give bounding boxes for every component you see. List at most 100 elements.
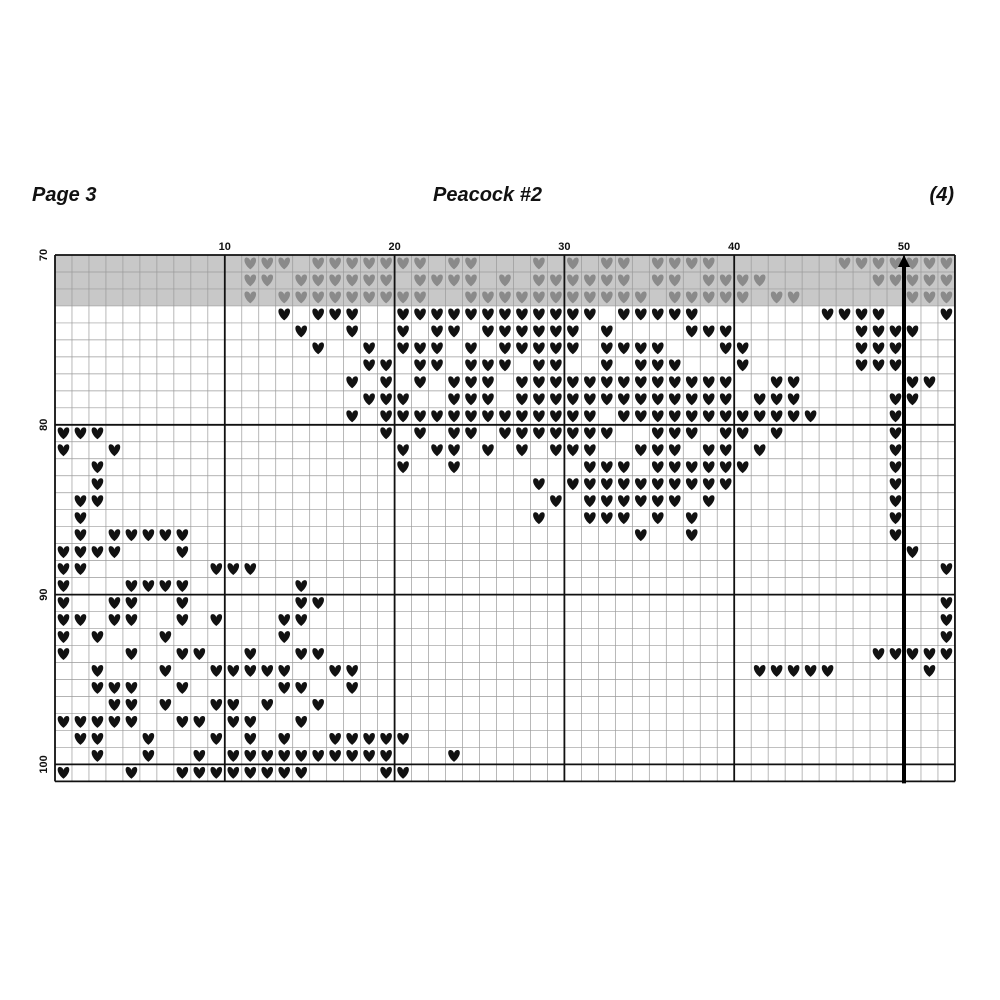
heart-stitch [685,427,698,440]
heart-stitch [176,614,189,626]
column-number-label: 10 [219,241,231,253]
heart-stitch [499,342,511,355]
heart-stitch [278,665,291,677]
heart-stitch [363,732,375,745]
heart-stitch [159,699,172,711]
heart-stitch [940,631,953,643]
row-number-label: 100 [38,755,50,773]
heart-stitch [380,376,392,389]
heart-stitch [618,478,630,491]
heart-stitch [516,291,528,304]
heart-stitch [787,291,800,304]
heart-stitch [804,410,817,423]
heart-stitch [940,274,953,287]
heart-stitch [872,274,885,287]
heart-stitch [770,665,783,677]
heart-stitch [736,410,749,423]
heart-stitch [702,444,715,457]
heart-stitch [906,546,919,559]
heart-stitch [261,257,274,270]
heart-stitch [601,427,613,440]
heart-stitch [91,665,104,677]
heart-stitch [125,682,138,694]
heart-stitch [91,478,104,491]
heart-stitch [448,274,460,287]
heart-stitch [312,597,324,610]
heart-stitch [346,274,358,287]
heart-stitch [753,444,766,457]
heart-stitch [57,631,70,643]
heart-stitch [940,648,953,660]
heart-stitch [346,682,358,694]
heart-stitch [210,563,223,576]
heart-stitch [940,291,953,304]
heart-stitch [889,410,902,423]
heart-stitch [753,393,766,406]
heart-stitch [295,274,308,287]
heart-stitch [312,274,324,287]
heart-stitch [651,495,664,508]
heart-stitch [889,461,902,474]
heart-stitch [108,715,121,728]
heart-stitch [431,359,443,372]
heart-stitch [533,512,545,525]
heart-stitch [142,580,155,593]
heart-stitch [906,291,919,304]
heart-stitch [176,648,189,660]
heart-stitch [685,461,698,474]
heart-stitch [125,699,138,711]
heart-stitch [329,308,341,321]
heart-stitch [618,461,630,474]
heart-stitch [889,512,902,525]
heart-stitch [685,529,698,542]
heart-stitch [431,410,443,423]
heart-stitch [193,766,206,779]
heart-stitch [719,274,732,287]
heart-stitch [516,376,528,389]
heart-stitch [567,393,579,406]
heart-stitch [74,529,87,542]
heart-stitch [176,546,189,559]
row-number-label: 80 [38,419,50,431]
heart-stitch [787,376,800,389]
heart-stitch [719,291,732,304]
heart-stitch [465,376,477,389]
heart-stitch [465,257,477,270]
heart-stitch [397,732,409,745]
heart-stitch [108,529,121,542]
heart-stitch [295,749,308,762]
heart-stitch [906,393,919,406]
heart-stitch [685,410,698,423]
heart-stitch [295,648,308,660]
heart-stitch [872,648,885,660]
heart-stitch [872,325,885,338]
heart-stitch [516,410,528,423]
heart-stitch [668,393,681,406]
heart-stitch [465,393,477,406]
heart-stitch [719,478,732,491]
heart-stitch [550,359,562,372]
heart-stitch [74,427,87,440]
heart-stitch [397,393,409,406]
heart-stitch [618,342,630,355]
heart-stitch [702,410,715,423]
heart-stitch [108,682,121,694]
heart-stitch [635,376,647,389]
heart-stitch [465,427,477,440]
heart-stitch [584,291,596,304]
heart-stitch [635,529,647,542]
heart-stitch [380,393,392,406]
heart-stitch [74,614,87,626]
heart-stitch [363,257,375,270]
heart-stitch [668,478,681,491]
heart-stitch [346,410,358,423]
heart-stitch [414,427,426,440]
heart-stitch [567,257,579,270]
heart-stitch [651,274,664,287]
heart-stitch [567,342,579,355]
heart-stitch [142,732,155,745]
heart-stitch [125,580,138,593]
heart-stitch [635,359,647,372]
heart-stitch [702,274,715,287]
heart-stitch [210,665,223,677]
